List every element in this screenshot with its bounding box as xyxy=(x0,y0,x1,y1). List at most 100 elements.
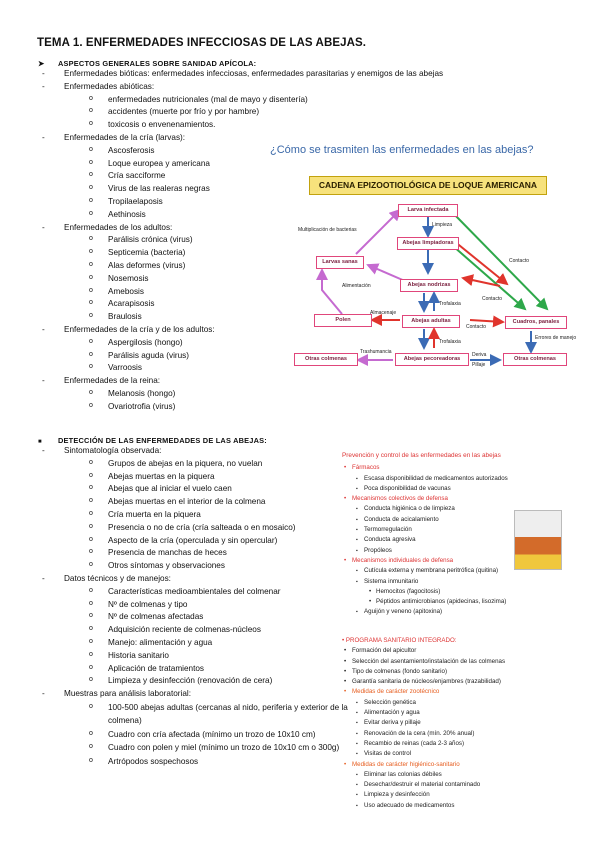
node-cuadros-panales: Cuadros, panales xyxy=(505,316,567,329)
panel-item: Limpieza y desinfección xyxy=(342,790,582,801)
panel-item: Renovación de la cera (mín. 20% anual) xyxy=(342,729,582,740)
node-otras-colmenas-left: Otras colmenas xyxy=(294,353,358,366)
sub-list-item: Características medioambientales del col… xyxy=(38,585,358,599)
prevention-panel: Prevención y control de las enfermedades… xyxy=(342,451,564,618)
node-larva-infectada: Larva infectada xyxy=(398,204,458,217)
panel-item: Fármacos xyxy=(342,463,564,474)
label-trashumancia: Trashumancia xyxy=(360,349,392,355)
label-contacto-3: Contacto xyxy=(466,324,487,330)
label-errores: Errores de manejo xyxy=(535,335,577,341)
label-pillaje: Pillaje xyxy=(472,362,486,368)
sub-list-item: Abejas muertas en el interior de la colm… xyxy=(38,495,358,509)
panel-item: Conducta higiénica o de limpieza xyxy=(342,504,564,515)
program-list: Formación del apicultorSelección del ase… xyxy=(342,646,582,811)
label-trofalaxia-2: Trofalaxia xyxy=(439,339,461,345)
panel-item: Aguijón y veneno (apitoxina) xyxy=(342,607,564,618)
sub-list-item: Aplicación de tratamientos xyxy=(38,662,358,676)
label-multiplicacion: Multiplicación de bacterias xyxy=(298,227,357,233)
node-otras-colmenas-right: Otras colmenas xyxy=(503,353,567,366)
section-list: Sintomatología observada:Grupos de abeja… xyxy=(38,445,358,768)
sub-list-item: 100-500 abejas adultas (cercanas al nido… xyxy=(38,700,358,728)
sub-list-item: Ascosferosis xyxy=(38,144,443,158)
sub-list-item: Aethinosis xyxy=(38,208,443,222)
sub-list-item: Grupos de abejas en la piquera, no vuela… xyxy=(38,457,358,471)
panel-item: Conducta agresiva xyxy=(342,535,564,546)
sub-list-item: Limpieza y desinfección (renovación de c… xyxy=(38,674,358,688)
panel-item: Alimentación y agua xyxy=(342,708,582,719)
list-item: Muestras para análisis laboratorial: xyxy=(38,688,358,701)
list-item: Enfermedades de la cría (larvas): xyxy=(38,132,443,145)
sub-list-item: Varroosis xyxy=(38,361,443,375)
sub-list-item: Melanosis (hongo) xyxy=(38,387,443,401)
sub-list-item: Parálisis aguda (virus) xyxy=(38,349,443,363)
panel-item: Evitar deriva y pillaje xyxy=(342,718,582,729)
sub-list-item: Otros síntomas y observaciones xyxy=(38,559,358,573)
prevention-list: FármacosEscasa disponibilidad de medicam… xyxy=(342,463,564,618)
arrow-contacto-adultas xyxy=(469,315,505,328)
panel-item: Formación del apicultor xyxy=(342,646,582,657)
square-bullet-icon: ■ xyxy=(38,439,42,445)
sub-list-item: Amebosis xyxy=(38,285,443,299)
section-aspectos-generales: ➤ ASPECTOS GENERALES SOBRE SANIDAD APÍCOL… xyxy=(38,59,443,414)
list-item: Enfermedades de los adultos: xyxy=(38,222,443,235)
sub-list-item: Nº de colmenas y tipo xyxy=(38,598,358,612)
panel-item: Propóleos xyxy=(342,546,564,557)
panel-item: Eliminar las colonias débiles xyxy=(342,770,582,781)
sub-list-item: Adquisición reciente de colmenas-núcleos xyxy=(38,623,358,637)
sub-list-item: Ovariotrofia (virus) xyxy=(38,400,443,414)
prevention-title: Prevención y control de las enfermedades… xyxy=(342,452,501,459)
sub-list-item: Historia sanitario xyxy=(38,649,358,663)
panel-item: Medidas de carácter zootécnico xyxy=(342,687,582,698)
sub-list-item: accidentes (muerte por frío y por hambre… xyxy=(38,105,443,119)
sub-list-item: Abejas muertas en la piquera xyxy=(38,470,358,484)
panel-item: Medidas de carácter higiénico-sanitario xyxy=(342,760,582,771)
sub-list-item: enfermedades nutricionales (mal de mayo … xyxy=(38,93,443,107)
panel-item: Hemocitos (fagocitosis) xyxy=(342,587,564,598)
program-title-text: PROGRAMA SANITARIO INTEGRADO: xyxy=(345,637,457,644)
sub-list-item: Abejas que al iniciar el vuelo caen xyxy=(38,482,358,496)
panel-item: Escasa disponibilidad de medicamentos au… xyxy=(342,474,564,485)
sub-list-item: Loque europea y americana xyxy=(38,157,443,171)
sub-list-item: Cuadro con polen y miel (mínimo un trozo… xyxy=(38,740,358,755)
node-larvas-sanas: Larvas sanas xyxy=(316,256,364,269)
arrow-red-2 xyxy=(461,274,501,287)
sub-list-item: Presencia o no de cría (cría salteada o … xyxy=(38,521,358,535)
panel-item: Garantía sanitaria de núcleos/enjambres … xyxy=(342,677,582,688)
label-contacto-2: Contacto xyxy=(482,296,503,302)
arrow-bullet-icon: ➤ xyxy=(38,59,45,68)
section-heading-text: DETECCIÓN DE LAS ENFERMEDADES DE LAS ABE… xyxy=(58,436,267,445)
panel-item: Recambio de reinas (cada 2-3 años) xyxy=(342,739,582,750)
section-heading-text: ASPECTOS GENERALES SOBRE SANIDAD APÍCOLA… xyxy=(58,59,257,68)
list-item: Enfermedades abióticas: xyxy=(38,81,443,94)
sub-list-item: Virus de las realeras negras xyxy=(38,182,443,196)
list-item: Enfermedades de la cría y de los adultos… xyxy=(38,324,443,337)
label-almacenaje: Almacenaje xyxy=(370,310,397,316)
panel-item: Mecanismos colectivos de defensa xyxy=(342,494,564,505)
panel-item: Sistema inmunitario xyxy=(342,577,564,588)
sub-list-item: Manejo: alimentación y agua xyxy=(38,636,358,650)
list-item: Enfermedades bióticas: enfermedades infe… xyxy=(38,68,443,81)
label-trofalaxia-1: Trofalaxia xyxy=(439,301,461,307)
sub-list-item: Cría sacciforme xyxy=(38,169,443,183)
panel-item: Selección del asentamiento/instalación d… xyxy=(342,657,582,668)
sub-list-item: Presencia de manchas de heces xyxy=(38,546,358,560)
node-abejas-pecoreadoras: Abejas pecoreadoras xyxy=(395,353,469,366)
label-limpieza: Limpieza xyxy=(432,222,453,228)
panel-item: Termorregulación xyxy=(342,525,564,536)
label-alimentacion: Alimentación xyxy=(342,283,371,289)
sub-list-item: Aspergilosis (hongo) xyxy=(38,336,443,350)
list-item: Enfermedades de la reina: xyxy=(38,375,443,388)
node-abejas-adultas: Abejas adultas xyxy=(402,315,460,328)
list-item: Sintomatología observada: xyxy=(38,445,358,458)
sub-list-item: Septicemia (bacteria) xyxy=(38,246,443,260)
arrow-alimentacion xyxy=(316,268,343,315)
panel-item: Mecanismos individuales de defensa xyxy=(342,556,564,567)
label-deriva: Deriva xyxy=(472,352,487,358)
sub-list-item: Alas deformes (virus) xyxy=(38,259,443,273)
sub-list-item: Aspecto de la cría (operculada y sin ope… xyxy=(38,534,358,548)
arrow-red-1 xyxy=(453,240,509,286)
diagram-question: ¿Cómo se trasmiten las enfermedades en l… xyxy=(270,144,534,156)
node-polen: Polen xyxy=(314,314,372,327)
sub-list-item: toxicosis o envenenamientos. xyxy=(38,118,443,132)
